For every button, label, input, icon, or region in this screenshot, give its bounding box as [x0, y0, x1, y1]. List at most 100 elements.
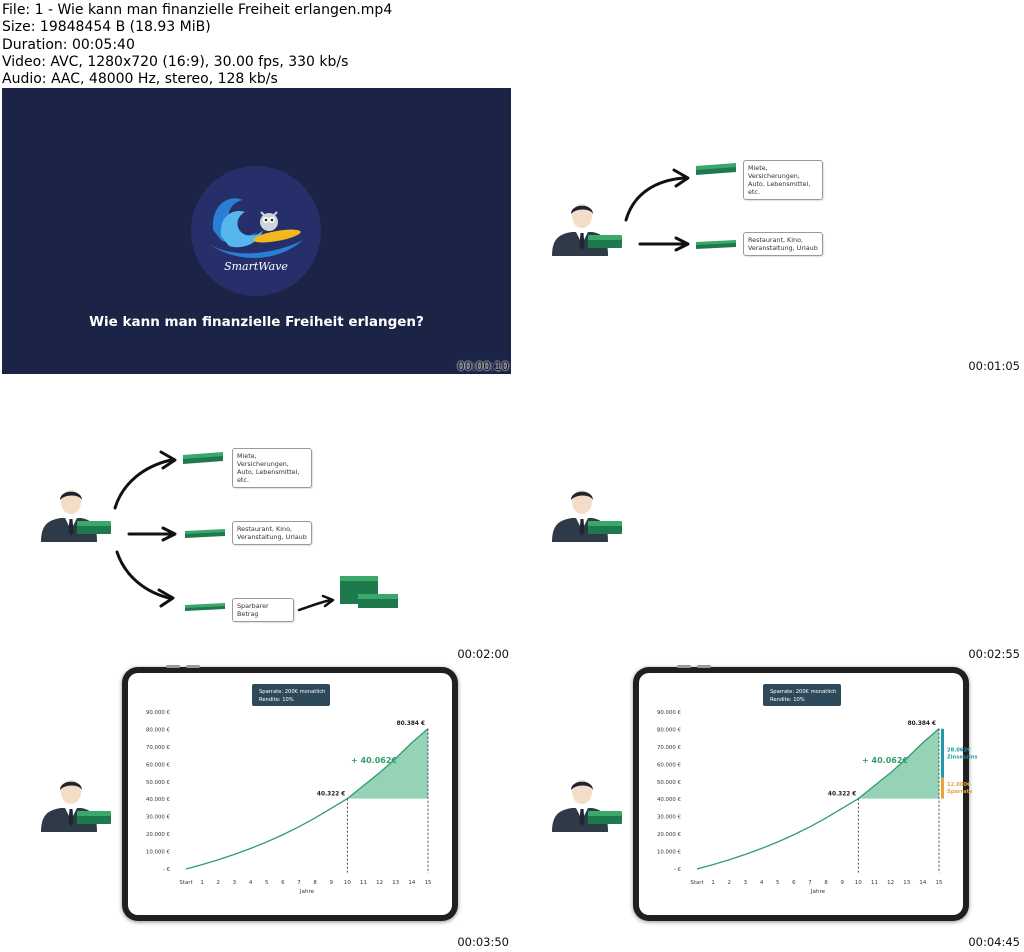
money-stack-icon — [183, 452, 223, 464]
thumbnail-2[interactable]: Miete, Versicherungen, Auto, Lebensmitte… — [513, 88, 1022, 374]
timestamp: 00:02:00 — [457, 647, 509, 661]
x-tick-label: 8 — [313, 880, 317, 886]
y-tick-label: 90.000 € — [657, 710, 682, 716]
tablet-button — [166, 665, 180, 668]
note-text: Miete, Versicherungen, Auto, Lebensmitte… — [237, 452, 300, 484]
gain-area — [858, 728, 939, 799]
note-savings: Sparbarer Betrag — [232, 598, 294, 622]
y-tick-label: 50.000 € — [657, 780, 682, 786]
breakdown-label-interest: Zinseszins — [947, 754, 978, 760]
money-stack-icon — [696, 163, 736, 175]
y-tick-label: 60.000 € — [657, 762, 682, 768]
value-label-year10: 40.322 € — [317, 792, 345, 798]
y-tick-label: 60.000 € — [146, 762, 171, 768]
x-tick-label: 11 — [871, 880, 878, 886]
x-tick-label: 6 — [281, 880, 285, 886]
x-tick-label: 15 — [425, 880, 432, 886]
video-title: Wie kann man finanzielle Freiheit erlang… — [89, 314, 424, 330]
x-tick-label: 4 — [249, 880, 253, 886]
x-tick-label: Start — [690, 880, 703, 886]
x-tick-label: 14 — [919, 880, 926, 886]
series-line — [185, 728, 429, 870]
x-axis-label: Jahre — [810, 889, 826, 895]
y-tick-label: 20.000 € — [657, 832, 682, 838]
businessman-icon — [552, 490, 622, 542]
businessman-icon — [41, 780, 111, 832]
gain-area — [347, 728, 428, 799]
gain-label: + 40.062€ — [862, 756, 908, 765]
y-tick-label: 20.000 € — [146, 832, 171, 838]
info-box-line: Sparrate: 200€ monatlich — [259, 689, 325, 695]
x-tick-label: 1 — [711, 880, 714, 886]
y-tick-label: 30.000 € — [146, 815, 171, 821]
thumbnail-3[interactable]: Miete, Versicherungen, Auto, Lebensmitte… — [2, 376, 511, 662]
y-tick-label: 30.000 € — [657, 815, 682, 821]
note-fixed-costs: Miete, Versicherungen, Auto, Lebensmitte… — [232, 448, 312, 488]
x-tick-label: 10 — [344, 880, 351, 886]
breakdown-value-interest: 28.062€ — [947, 747, 971, 753]
x-tick-label: 1 — [200, 880, 203, 886]
y-tick-label: - € — [674, 867, 682, 873]
gain-label: + 40.062€ — [351, 756, 397, 765]
breakdown-bar-savings — [941, 777, 944, 799]
thumbnail-4[interactable]: 00:02:55 — [513, 376, 1022, 662]
arrows-icon — [113, 450, 177, 608]
info-box-line: Rendite: 10% — [770, 697, 805, 703]
businessman-icon — [552, 780, 622, 832]
x-tick-label: 12 — [376, 880, 383, 886]
file-info: File: 1 - Wie kann man finanzielle Freih… — [2, 2, 392, 88]
file-name: File: 1 - Wie kann man finanzielle Freih… — [2, 2, 393, 18]
x-tick-label: 12 — [887, 880, 894, 886]
brand-name: SmartWave — [224, 260, 288, 273]
note-text: Miete, Versicherungen, Auto, Lebensmitte… — [748, 164, 811, 196]
breakdown-label-savings: Sparrate — [947, 789, 973, 795]
x-tick-label: 3 — [744, 880, 747, 886]
x-tick-label: 8 — [824, 880, 828, 886]
money-stack-icon — [696, 240, 736, 249]
timestamp: 00:00:10 — [457, 359, 509, 373]
value-label-year10: 40.322 € — [828, 792, 856, 798]
info-box-line: Rendite: 10% — [259, 697, 294, 703]
x-tick-label: 10 — [855, 880, 862, 886]
file-duration: Duration: 00:05:40 — [2, 36, 135, 53]
note-leisure: Restaurant, Kino, Veranstaltung, Urlaub — [743, 232, 823, 256]
x-tick-label: 2 — [728, 880, 731, 886]
y-tick-label: - € — [163, 867, 171, 873]
y-tick-label: 10.000 € — [146, 850, 171, 856]
timestamp: 00:03:50 — [457, 935, 509, 949]
x-tick-label: 4 — [760, 880, 764, 886]
x-tick-label: 9 — [840, 880, 844, 886]
y-tick-label: 10.000 € — [657, 850, 682, 856]
x-tick-label: 13 — [903, 880, 910, 886]
x-tick-label: 14 — [408, 880, 415, 886]
series-line — [696, 728, 940, 870]
x-axis-label: Jahre — [299, 889, 315, 895]
arrow-up-icon — [624, 168, 690, 252]
x-tick-label: 6 — [792, 880, 796, 886]
x-tick-label: 7 — [297, 880, 300, 886]
y-tick-label: 50.000 € — [146, 780, 171, 786]
x-tick-label: 2 — [217, 880, 220, 886]
value-label-year15: 80.384 € — [397, 721, 425, 727]
info-box — [252, 684, 330, 706]
value-label-year15: 80.384 € — [908, 721, 936, 727]
businessman-icon — [41, 490, 111, 542]
x-tick-label: 9 — [329, 880, 333, 886]
businessman-icon — [552, 204, 622, 256]
file-size: Size: 19848454 B (18.93 MiB) — [2, 19, 211, 36]
info-box — [763, 684, 841, 706]
info-box-line: Sparrate: 200€ monatlich — [770, 689, 836, 695]
audio-info: Audio: AAC, 48000 Hz, stereo, 128 kb/s — [2, 71, 278, 88]
thumbnail-1[interactable]: SmartWave Wie kann man finanzielle Freih… — [2, 88, 511, 374]
note-text: Restaurant, Kino, Veranstaltung, Urlaub — [748, 236, 818, 252]
timestamp: 00:01:05 — [968, 359, 1020, 373]
note-fixed-costs: Miete, Versicherungen, Auto, Lebensmitte… — [743, 160, 823, 200]
timestamp: 00:04:45 — [968, 935, 1020, 949]
